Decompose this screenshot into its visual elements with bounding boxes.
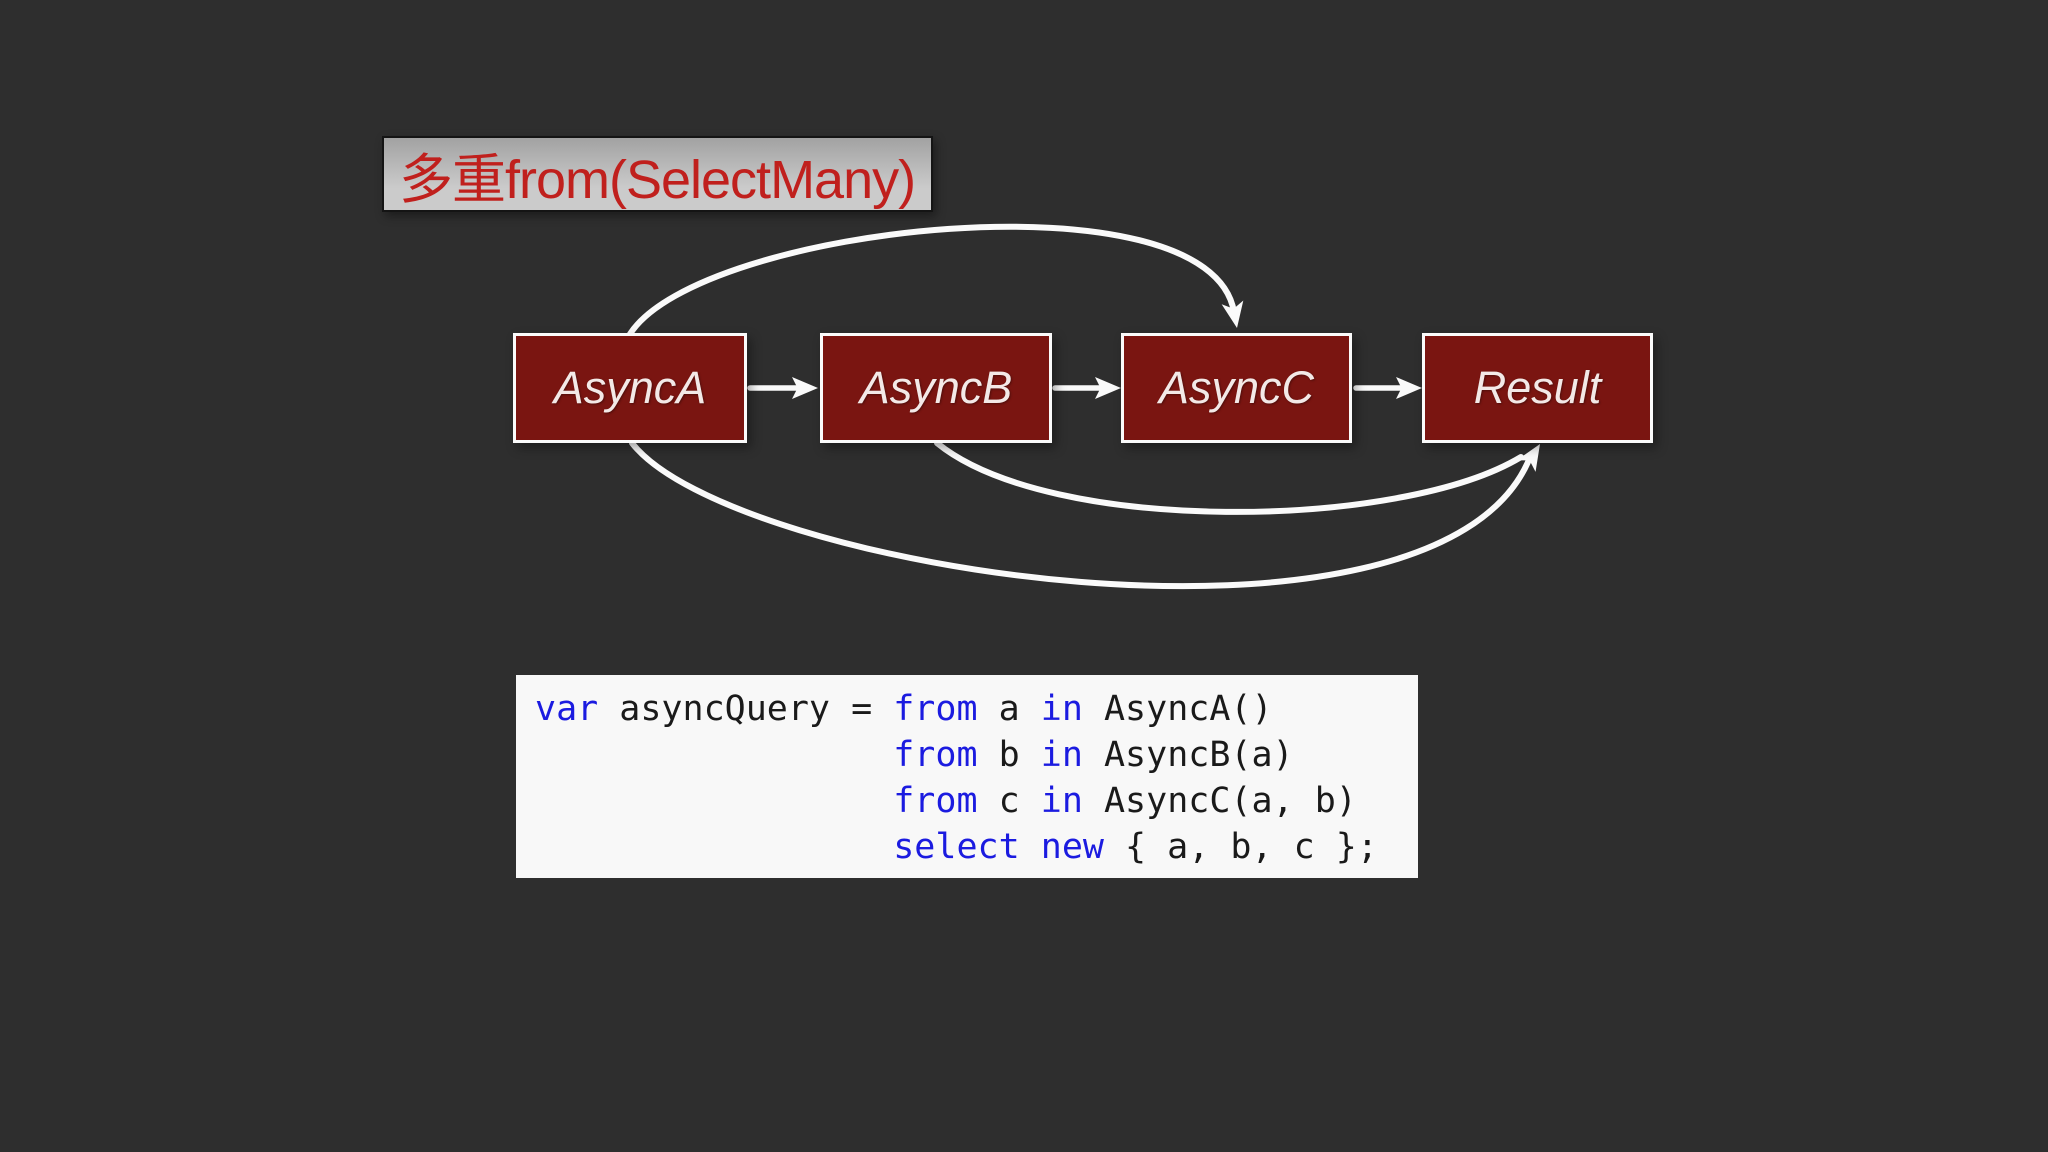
slide-title: 多重from(SelectMany) [399,149,916,210]
edge-asynca-asyncc-arc [627,223,1237,337]
edge-asyncb-asyncc-arrowhead [1095,377,1121,399]
node-asyncc-label: AsyncC [1158,362,1315,413]
code-line: var asyncQuery = from a in AsyncA() [535,689,1273,729]
edge-asyncb-result-arc [934,440,1524,515]
edge-asynca-result-arc [629,440,1531,590]
node-asyncc: AsyncC [1121,333,1352,443]
node-asynca-label: AsyncA [553,362,707,413]
code-block: var asyncQuery = from a in AsyncA() from… [516,675,1418,878]
code-line: from c in AsyncC(a, b) [893,781,1357,821]
edge-asyncc-result-arrowhead [1396,377,1422,399]
code-line: from b in AsyncB(a) [893,735,1294,775]
slide-title-box: 多重from(SelectMany) [382,136,933,212]
node-asynca: AsyncA [513,333,747,443]
node-asyncb-label: AsyncB [859,362,1013,413]
node-result: Result [1422,333,1653,443]
code-line: select new { a, b, c }; [893,827,1378,867]
code-lines: var asyncQuery = from a in AsyncA() from… [535,686,1398,870]
node-result-label: Result [1473,362,1602,413]
edge-asynca-asyncb-arrowhead [792,377,818,399]
edge-result-arrowhead [1516,444,1540,472]
edge-asynca-asyncc-arrowhead [1221,300,1244,328]
node-asyncb: AsyncB [820,333,1052,443]
